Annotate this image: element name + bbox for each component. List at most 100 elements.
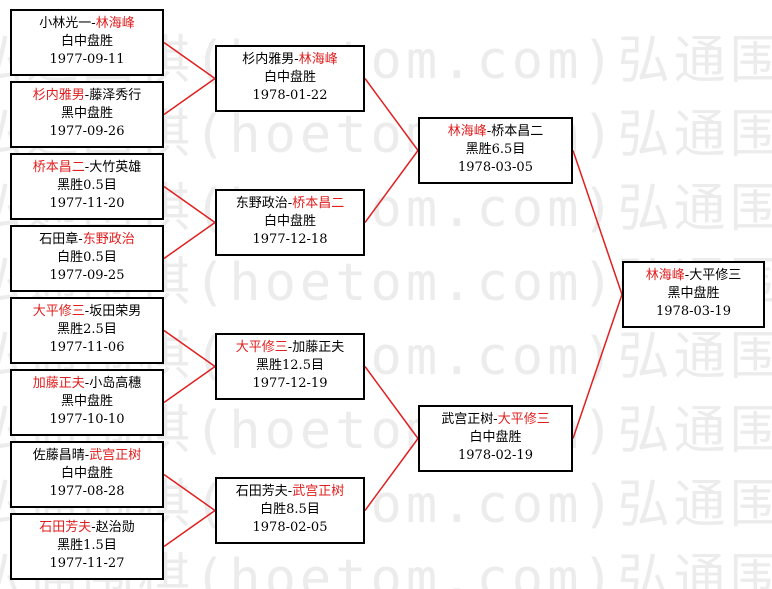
match-date: 1977-11-06	[49, 340, 125, 355]
match-date: 1977-12-19	[252, 376, 328, 391]
winner-name: 杉内雅男	[32, 88, 85, 103]
player-name: 藤泽秀行	[89, 88, 142, 103]
match-result: 黑胜1.5目	[57, 538, 117, 553]
match-players: 桥本昌二-大竹英雄	[12, 159, 162, 177]
connector-r1m3-r2m2	[163, 185, 216, 224]
player-name: 杉内雅男	[242, 52, 295, 67]
match-box-final: 林海峰-大平修三黑中盘胜 1978-03-19	[622, 261, 765, 328]
connector-r1m4-r2m2	[163, 221, 216, 260]
match-players: 石田芳夫-赵治勋	[12, 519, 162, 537]
winner-name: 大平修三	[497, 412, 550, 427]
match-box-r1m4: 石田章-东野政治白胜0.5目 1977-09-25	[10, 225, 164, 292]
match-result: 黑胜12.5目	[256, 358, 324, 373]
connector-r1m8-r2m4	[163, 509, 216, 548]
match-date: 1978-02-05	[252, 520, 328, 535]
match-result: 白中盘胜	[60, 466, 113, 481]
separator: -	[294, 52, 299, 67]
match-box-r1m6: 加藤正夫-小岛高穗黑中盘胜 1977-10-10	[10, 369, 164, 436]
match-date: 1977-11-27	[49, 556, 125, 571]
player-name: 小岛高穗	[89, 376, 142, 391]
match-players: 大平修三-坂田荣男	[12, 303, 162, 321]
match-result: 白胜0.5目	[57, 250, 117, 265]
match-date: 1978-02-19	[458, 448, 533, 463]
match-players: 东野政治-桥本昌二	[217, 195, 363, 213]
separator: -	[84, 448, 90, 463]
winner-name: 林海峰	[95, 16, 135, 31]
match-result: 白中盘胜	[469, 430, 522, 445]
connector-r2m3-r3m2	[364, 366, 419, 439]
match-players: 佐藤昌晴-武宫正树	[12, 447, 162, 465]
player-name: 桥本昌二	[491, 124, 544, 139]
match-date: 1977-09-25	[49, 268, 125, 283]
match-result: 黑胜2.5目	[57, 322, 117, 337]
match-result: 白胜8.5目	[260, 502, 320, 517]
separator: -	[91, 520, 96, 535]
winner-name: 东野政治	[82, 232, 135, 247]
winner-name: 武宫正树	[292, 484, 345, 499]
match-date: 1978-03-19	[656, 304, 731, 319]
match-date: 1977-11-20	[49, 196, 125, 211]
connector-r2m4-r3m2	[364, 438, 419, 511]
match-result: 黑中盘胜	[60, 106, 113, 121]
separator: -	[91, 16, 96, 31]
connector-r1m7-r2m4	[163, 473, 216, 512]
connector-r2m1-r3m1	[364, 78, 419, 151]
separator: -	[493, 412, 498, 427]
winner-name: 武宫正树	[89, 448, 142, 463]
winner-name: 大平修三	[32, 304, 85, 319]
player-name: 佐藤昌晴	[32, 448, 85, 463]
winner-name: 加藤正夫	[32, 376, 85, 391]
match-players: 石田章-东野政治	[12, 231, 162, 249]
separator: -	[84, 88, 90, 103]
match-result: 黑胜0.5目	[57, 178, 117, 193]
player-name: 加藤正夫	[292, 340, 345, 355]
match-date: 1977-09-26	[49, 124, 125, 139]
player-name: 大竹英雄	[89, 160, 142, 175]
match-players: 小林光一-林海峰	[12, 15, 162, 33]
match-players: 武宫正树-大平修三	[420, 411, 571, 429]
player-name: 坂田荣男	[89, 304, 142, 319]
match-players: 杉内雅男-林海峰	[217, 51, 363, 69]
connector-r3m1-final	[572, 150, 623, 295]
match-result: 黑中盘胜	[667, 286, 720, 301]
winner-name: 林海峰	[447, 124, 487, 139]
separator: -	[84, 304, 90, 319]
connector-r3m2-final	[572, 294, 623, 439]
match-players: 杉内雅男-藤泽秀行	[12, 87, 162, 105]
player-name: 大平修三	[689, 268, 742, 283]
match-date: 1977-09-11	[49, 52, 125, 67]
match-date: 1977-08-28	[49, 484, 125, 499]
match-date: 1977-10-10	[49, 412, 125, 427]
winner-name: 桥本昌二	[32, 160, 85, 175]
winner-name: 林海峰	[298, 52, 338, 67]
match-players: 林海峰-大平修三	[624, 267, 763, 285]
match-players: 加藤正夫-小岛高穗	[12, 375, 162, 393]
match-date: 1977-12-18	[252, 232, 328, 247]
connector-r2m2-r3m1	[364, 150, 419, 223]
player-name: 小林光一	[39, 16, 92, 31]
match-date: 1978-03-05	[458, 160, 533, 175]
match-result: 白中盘胜	[263, 70, 316, 85]
connector-r1m1-r2m1	[163, 41, 216, 80]
match-result: 黑胜6.5目	[465, 142, 526, 157]
player-name: 东野政治	[235, 196, 288, 211]
match-players: 石田芳夫-武宫正树	[217, 483, 363, 501]
player-name: 石田芳夫	[235, 484, 288, 499]
match-result: 黑中盘胜	[60, 394, 113, 409]
winner-name: 石田芳夫	[39, 520, 92, 535]
separator: -	[684, 268, 690, 283]
player-name: 武宫正树	[441, 412, 494, 427]
separator: -	[287, 484, 293, 499]
connector-r1m2-r2m1	[163, 77, 216, 116]
player-name: 赵治勋	[95, 520, 135, 535]
